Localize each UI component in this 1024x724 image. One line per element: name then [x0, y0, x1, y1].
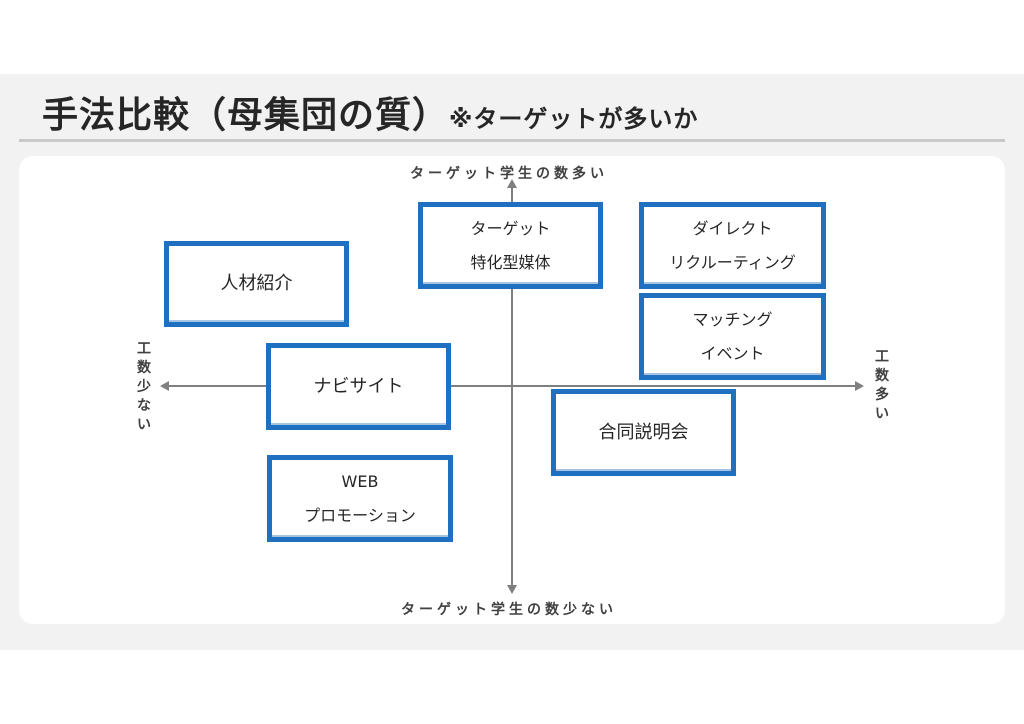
- method-box-godo-setsumeikai: 合同説明会: [551, 389, 736, 476]
- arrow-right-icon: [855, 381, 864, 391]
- method-label: WEB: [341, 471, 379, 491]
- method-label: リクルーティング: [669, 252, 796, 272]
- method-label: イベント: [700, 343, 765, 363]
- method-box-jinzai-shokai: 人材紹介: [164, 241, 349, 327]
- method-label: ナビサイト: [313, 375, 404, 397]
- method-label: ダイレクト: [692, 218, 773, 238]
- axis-label-right: 工数多い: [875, 349, 889, 422]
- axis-label-left: 工数少ない: [137, 341, 151, 433]
- method-box-direct-recruiting: ダイレクト リクルーティング: [639, 202, 826, 289]
- axis-label-top: ターゲット学生の数多い: [410, 166, 608, 182]
- method-label: ターゲット: [470, 218, 551, 238]
- method-box-navi-site: ナビサイト: [266, 343, 451, 430]
- title-main: 手法比較（母集団の質）: [42, 95, 450, 136]
- axis-label-bottom: ターゲット学生の数少ない: [401, 602, 617, 618]
- method-label: 合同説明会: [598, 421, 689, 443]
- title-divider: [19, 139, 1005, 142]
- arrow-up-icon: [507, 179, 517, 188]
- page-title: 手法比較（母集団の質）※ターゲットが多いか: [42, 86, 698, 138]
- method-label: 特化型媒体: [470, 252, 551, 272]
- method-box-web-promotion: WEB プロモーション: [267, 455, 453, 542]
- method-box-target-media: ターゲット 特化型媒体: [418, 202, 603, 289]
- method-label: マッチング: [692, 309, 773, 329]
- arrow-left-icon: [160, 381, 169, 391]
- method-label: プロモーション: [304, 505, 416, 525]
- title-subtitle: ※ターゲットが多いか: [449, 105, 699, 133]
- arrow-down-icon: [507, 585, 517, 594]
- vertical-axis: [511, 186, 513, 586]
- method-box-matching-event: マッチング イベント: [639, 293, 826, 380]
- method-label: 人材紹介: [220, 273, 293, 294]
